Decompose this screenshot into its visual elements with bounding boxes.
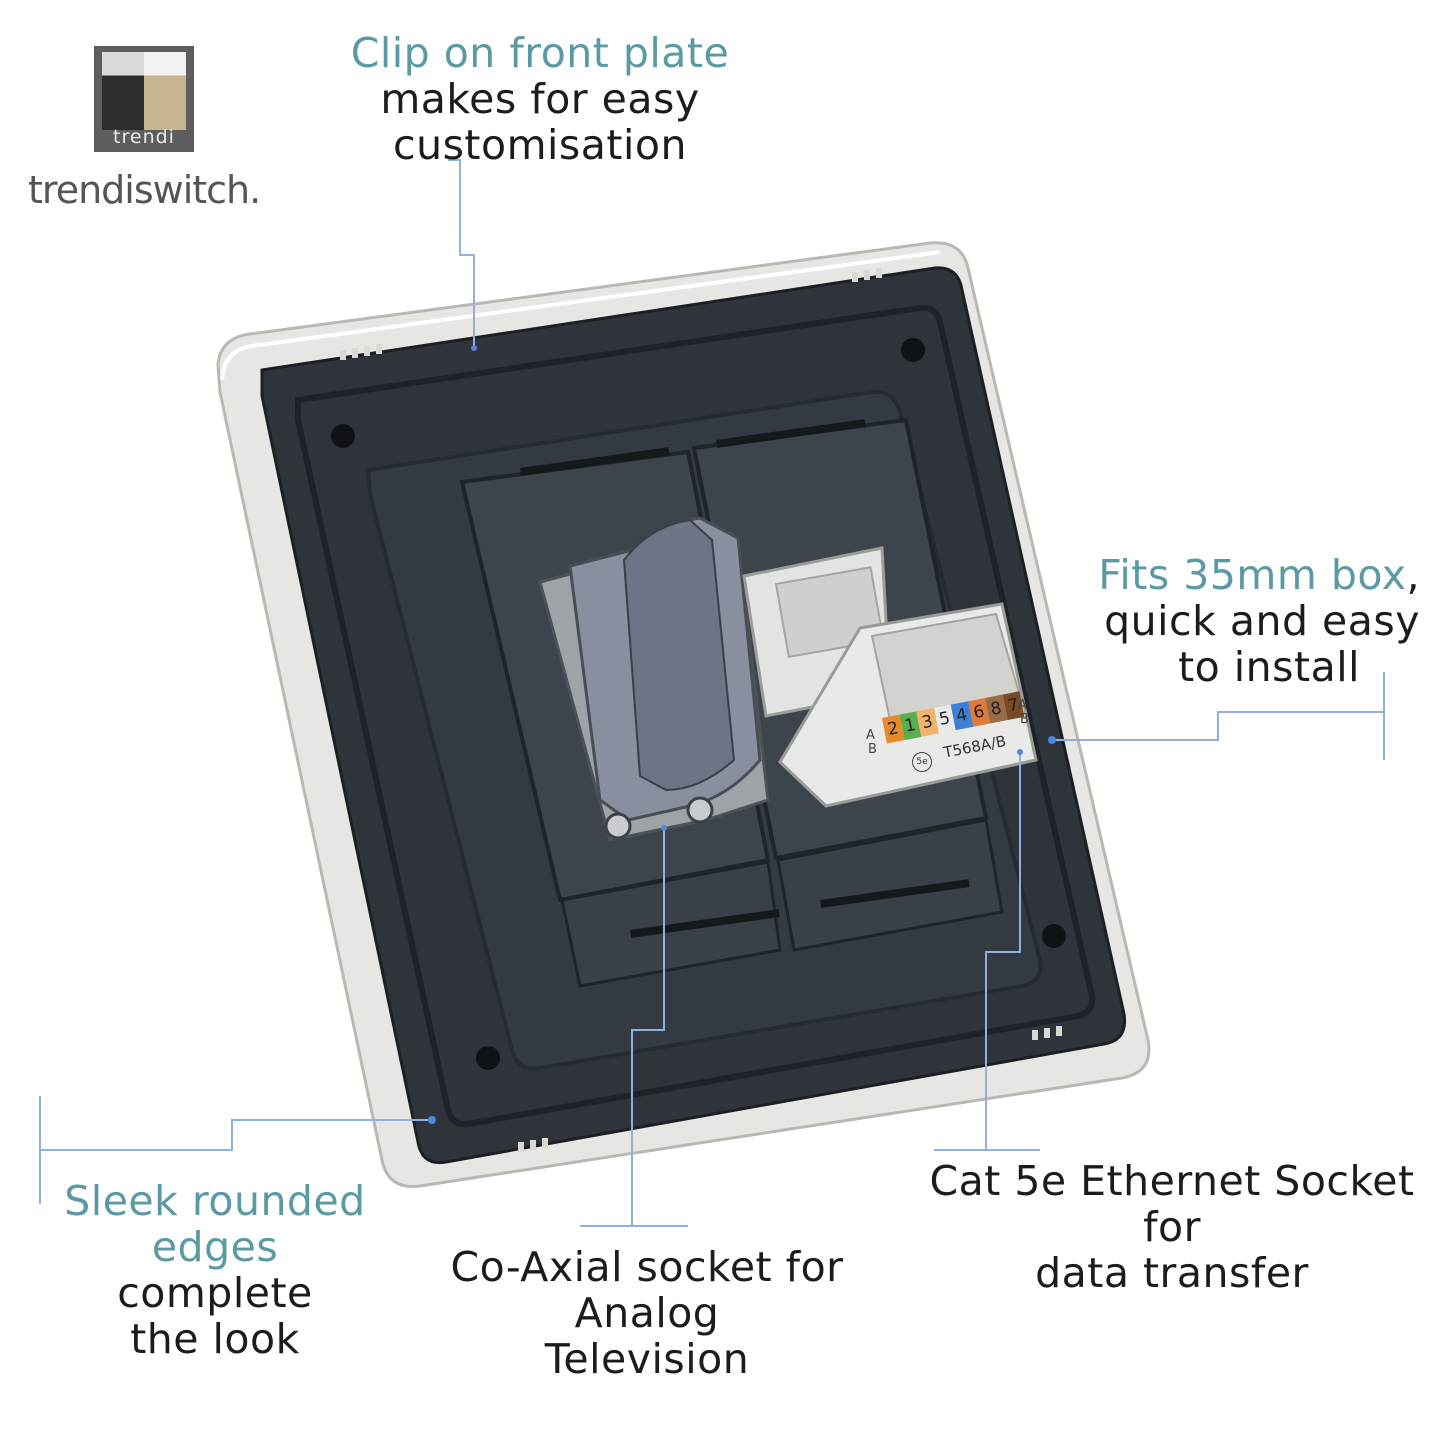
callout-box-comma: , [1406,551,1420,599]
logo-tile-light [144,52,186,130]
module-bottom-left [560,860,782,988]
callout-ethernet: Cat 5e Ethernet Socket for data transfer [912,1158,1432,1296]
ethernet-socket [742,546,1038,808]
screw-hole-bottom-right [1042,924,1066,948]
clip-notches [340,268,1062,1152]
trendi-logo-mark: trendi [94,46,194,152]
callout-coax-line2: Television [544,1335,750,1383]
pin-col-b-left: B [868,742,877,757]
callout-edges-rest-line2: complete [117,1269,313,1317]
callout-ethernet-line1: Cat 5e Ethernet Socket for [929,1157,1415,1251]
coax-socket [538,516,770,842]
pin-col-a-right: A [1018,698,1027,713]
callout-box: Fits 35mm box, quick and easy to install [1080,552,1420,690]
callout-box-accent: Fits 35mm box [1098,551,1407,599]
callout-coax-line1: Co-Axial socket for Analog [450,1243,844,1337]
callout-front-plate-line2: customisation [393,121,687,169]
callout-edges-line3: the look [130,1315,300,1363]
logo-tile-dark [102,52,144,130]
screw-hole-top-right [901,338,925,362]
callout-box-line1: quick and easy [1104,597,1420,645]
callout-ethernet-line2: data transfer [1035,1249,1309,1297]
callout-edges: Sleek rounded edges complete the look [60,1178,370,1362]
screw-hole-bottom-left [476,1046,500,1070]
callout-edges-accent-line1: Sleek rounded [64,1177,366,1225]
brand-wordmark: trendiswitch. [28,168,261,212]
logo-mark-text: trendi [113,126,175,148]
callout-front-plate: Clip on front plate makes for easy custo… [340,30,740,168]
pin-col-b-right: B [1020,712,1029,727]
pin-col-a-left: A [866,728,875,743]
cat-badge: 5e [912,752,932,772]
callout-box-line2: to install [1178,643,1360,691]
screw-hole-top-left [331,424,355,448]
callout-edges-accent-line2: edges [151,1223,279,1271]
callout-front-plate-line1: makes for easy [380,75,700,123]
callout-coax: Co-Axial socket for Analog Television [392,1244,902,1382]
callout-front-plate-accent: Clip on front plate [350,29,730,77]
